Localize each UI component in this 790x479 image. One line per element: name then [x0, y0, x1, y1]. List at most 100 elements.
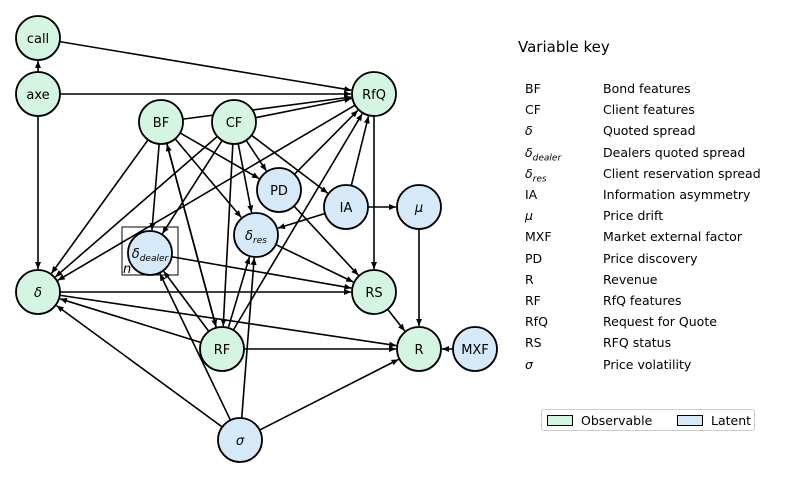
key-description: Request for Quote — [603, 314, 717, 330]
node-circle — [396, 326, 442, 372]
edge-RS-to-R — [387, 308, 406, 332]
edge-CF-to-delta — [54, 135, 218, 278]
legend: Observable Latent — [541, 409, 755, 431]
node-circle — [396, 184, 442, 230]
node-IA: IA — [323, 184, 369, 230]
key-description: Price drift — [603, 208, 664, 224]
key-abbr: RfQ — [525, 314, 548, 330]
edge-BF-to-PD — [179, 132, 260, 180]
node-circle — [15, 71, 61, 117]
legend-observable-label: Observable — [581, 413, 653, 428]
node-RfQ: RfQ — [351, 71, 397, 117]
plate-label: n — [123, 262, 131, 277]
node-delta_res: δres — [233, 212, 279, 258]
edge-CF-to-PD — [245, 139, 267, 172]
edge-RF-to-BF — [165, 144, 218, 328]
node-circle — [211, 99, 257, 145]
node-PD: PD — [256, 167, 302, 213]
node-label: IA — [340, 201, 353, 216]
node-circle — [15, 269, 61, 315]
node-label: RS — [365, 286, 382, 301]
key-abbr: δ — [525, 123, 533, 139]
node-label: δ — [34, 286, 42, 301]
node-label: axe — [26, 88, 49, 103]
key-abbr: R — [525, 271, 534, 287]
edge-delta_dealer-to-RS — [171, 255, 352, 290]
edge-delta-to-R — [59, 294, 397, 348]
key-description: Quoted spread — [603, 123, 696, 139]
node-circle — [138, 99, 184, 145]
key-abbr: IA — [525, 187, 538, 202]
node-circle — [452, 326, 498, 372]
key-abbr: CF — [525, 102, 541, 118]
edge-BF-to-RfQ — [182, 94, 352, 120]
edge-sigma-to-delta_res — [240, 257, 257, 419]
node-R: R — [396, 326, 442, 372]
node-RF: RF — [199, 326, 245, 372]
node-circle — [233, 212, 279, 258]
edge-RF-to-RfQ — [232, 113, 363, 331]
edge-IA-to-delta_res — [277, 212, 326, 229]
observable-swatch — [547, 415, 573, 426]
edge-delta_res-to-RS — [275, 243, 354, 283]
edge-RfQ-to-delta — [57, 104, 356, 282]
node-sigma: σ — [217, 417, 263, 463]
edge-RF-to-delta_dealer — [163, 270, 210, 332]
node-label: δdealer — [132, 247, 170, 264]
node-circle — [15, 15, 61, 61]
edge-BF-to-delta — [50, 139, 149, 274]
latent-swatch — [677, 415, 703, 426]
node-circle — [256, 167, 302, 213]
edge-PD-to-RfQ — [293, 109, 359, 175]
node-label: MXF — [461, 343, 489, 358]
edge-sigma-to-delta_dealer — [159, 273, 232, 421]
node-RS: RS — [351, 269, 397, 315]
edge-PD-to-RS — [293, 205, 359, 276]
key-description: Client reservation spread — [603, 165, 761, 181]
node-circle — [351, 71, 397, 117]
edge-CF-to-IA — [251, 134, 329, 194]
node-label: BF — [153, 116, 169, 131]
edge-RF-to-delta_res — [227, 256, 251, 329]
key-description: Market external factor — [603, 229, 742, 245]
node-label: σ — [236, 434, 245, 449]
node-label: δres — [245, 229, 267, 246]
legend-observable: Observable — [547, 413, 652, 428]
edge-call-to-RfQ — [59, 40, 352, 93]
node-circle — [199, 326, 245, 372]
node-label: μ — [414, 201, 423, 216]
node-circle — [217, 417, 263, 463]
edge-sigma-to-delta — [56, 304, 223, 428]
edge-CF-to-RfQ — [255, 96, 352, 119]
key-abbr: μ — [525, 208, 533, 224]
node-label: R — [414, 343, 423, 358]
legend-latent-label: Latent — [711, 413, 752, 428]
edge-BF-to-delta_dealer — [149, 143, 160, 231]
node-label: RF — [214, 343, 231, 358]
key-abbr: δdealer — [525, 144, 562, 164]
variable-key-title: Variable key — [518, 38, 610, 56]
node-axe: axe — [15, 71, 61, 117]
node-circle — [127, 230, 173, 276]
key-description: Client features — [603, 102, 695, 118]
node-circle — [351, 269, 397, 315]
legend-latent: Latent — [677, 413, 751, 428]
key-description: Revenue — [603, 271, 658, 287]
edge-RF-to-delta — [59, 298, 202, 344]
key-abbr: PD — [525, 250, 543, 266]
node-label: call — [27, 32, 49, 47]
key-description: Price discovery — [603, 250, 698, 266]
key-description: Dealers quoted spread — [603, 144, 746, 160]
node-CF: CF — [211, 99, 257, 145]
node-BF: BF — [138, 99, 184, 145]
edge-IA-to-RfQ — [350, 116, 370, 186]
node-circle — [323, 184, 369, 230]
key-description: Bond features — [603, 81, 691, 96]
node-label: CF — [226, 116, 243, 131]
key-abbr: RF — [525, 293, 541, 308]
key-description: RfQ features — [603, 293, 682, 308]
node-delta: δ — [15, 269, 61, 315]
key-abbr: BF — [525, 81, 541, 96]
node-delta_dealer: δdealer — [127, 230, 173, 276]
